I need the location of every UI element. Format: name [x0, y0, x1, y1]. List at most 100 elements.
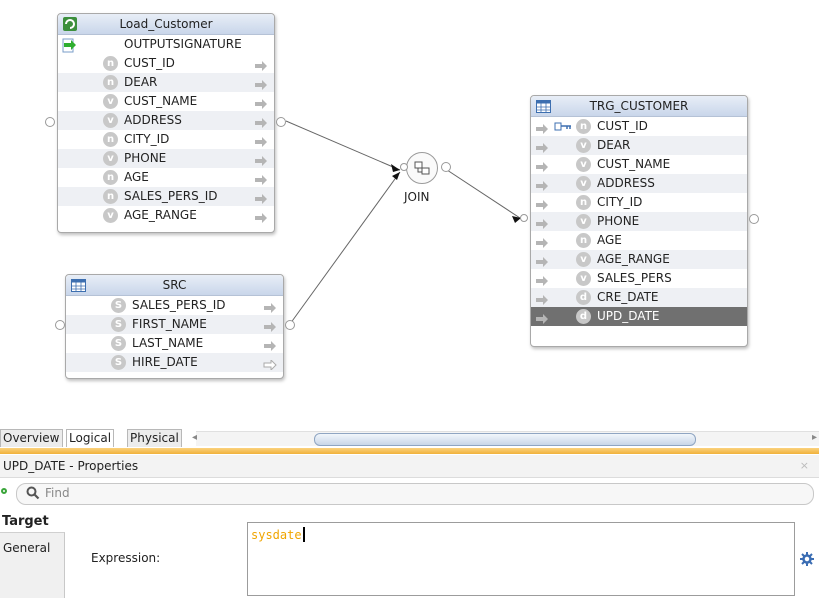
table-icon — [71, 278, 86, 298]
side-tab-general-label: General — [3, 541, 51, 555]
attribute-label: CUST_ID — [124, 56, 175, 70]
input-arrow-icon — [535, 140, 549, 153]
src-title: SRC — [162, 278, 187, 292]
gear-icon[interactable] — [800, 552, 814, 569]
datatype-badge-icon: v — [576, 157, 591, 172]
attribute-label: AGE_RANGE — [124, 208, 197, 222]
datatype-badge-icon: d — [576, 290, 591, 305]
output-signature-row[interactable]: OUTPUTSIGNATURE — [58, 35, 274, 54]
load-customer-output-port[interactable] — [276, 117, 286, 127]
datatype-badge-icon: S — [111, 317, 126, 332]
horizontal-scrollbar[interactable]: ◂ ▸ — [192, 431, 819, 446]
datatype-badge-icon: n — [103, 170, 118, 185]
trg-customer-input-port[interactable] — [520, 214, 528, 222]
tab-physical[interactable]: Physical — [127, 429, 182, 447]
src-output-port[interactable] — [285, 320, 295, 330]
wire-src-to-join — [289, 171, 401, 325]
trg-customer-output-port[interactable] — [749, 214, 759, 224]
attribute-label: PHONE — [124, 151, 167, 165]
tab-overview[interactable]: Overview — [0, 429, 63, 447]
input-arrow-icon — [535, 178, 549, 191]
properties-title-bar: UPD_DATE - Properties × — [0, 455, 819, 478]
search-icon — [26, 486, 40, 503]
attribute-row[interactable]: n AGE — [531, 231, 747, 250]
attribute-label: LAST_NAME — [132, 336, 204, 350]
expression-editor[interactable]: sysdate — [247, 522, 795, 596]
scroll-right-icon[interactable]: ▸ — [811, 432, 817, 443]
output-arrow-icon — [254, 134, 268, 147]
datatype-badge-icon: d — [576, 309, 591, 324]
wire-join-to-target — [443, 167, 521, 219]
input-arrow-icon — [535, 121, 549, 134]
output-arrow-icon — [254, 153, 268, 166]
close-icon[interactable]: × — [799, 459, 809, 472]
datatype-badge-icon: n — [576, 233, 591, 248]
input-arrow-icon — [535, 254, 549, 267]
attribute-row[interactable]: S SALES_PERS_ID — [66, 296, 283, 315]
output-arrow-icon — [263, 338, 277, 351]
attribute-label: CITY_ID — [124, 132, 170, 146]
find-bar: Find — [0, 478, 819, 508]
attribute-label: AGE — [597, 233, 622, 247]
join-output-port[interactable] — [441, 162, 451, 172]
datatype-badge-icon: n — [103, 75, 118, 90]
attribute-label: DEAR — [124, 75, 158, 89]
datatype-badge-icon: n — [103, 189, 118, 204]
attribute-label: ADDRESS — [597, 176, 655, 190]
scroll-left-icon[interactable]: ◂ — [192, 432, 198, 443]
datatype-badge-icon: v — [103, 113, 118, 128]
attribute-row[interactable]: v DEAR — [531, 136, 747, 155]
attribute-row[interactable]: n DEAR — [58, 73, 274, 92]
trg-customer-header[interactable]: TRG_CUSTOMER — [531, 96, 747, 117]
find-input[interactable]: Find — [16, 483, 814, 505]
src-header[interactable]: SRC — [66, 275, 283, 296]
output-arrow-icon — [254, 96, 268, 109]
attribute-row[interactable]: S LAST_NAME — [66, 334, 283, 353]
join-component[interactable] — [406, 152, 438, 184]
input-arrow-icon — [535, 273, 549, 286]
datatype-badge-icon: S — [111, 298, 126, 313]
output-arrow-icon — [263, 319, 277, 332]
arrowhead-src-join — [392, 172, 400, 180]
attribute-label: SALES_PERS_ID — [132, 298, 226, 312]
tab-logical[interactable]: Logical — [66, 429, 115, 447]
scrollbar-thumb[interactable] — [314, 433, 696, 446]
datatype-badge-icon: n — [576, 119, 591, 134]
input-arrow-icon — [535, 311, 549, 324]
load-customer-header[interactable]: Load_Customer — [58, 14, 274, 35]
attribute-label: DEAR — [597, 138, 631, 152]
src-input-port[interactable] — [55, 320, 65, 330]
datatype-badge-icon: v — [576, 138, 591, 153]
side-tab-general[interactable]: General — [0, 532, 65, 598]
table-icon — [536, 99, 551, 119]
datatype-badge-icon: v — [576, 271, 591, 286]
wire-load-to-join — [285, 120, 401, 171]
datatype-badge-icon: S — [111, 336, 126, 351]
load-customer-input-port[interactable] — [45, 117, 55, 127]
properties-title: UPD_DATE - Properties — [3, 459, 139, 473]
join-input-port[interactable] — [400, 163, 408, 171]
